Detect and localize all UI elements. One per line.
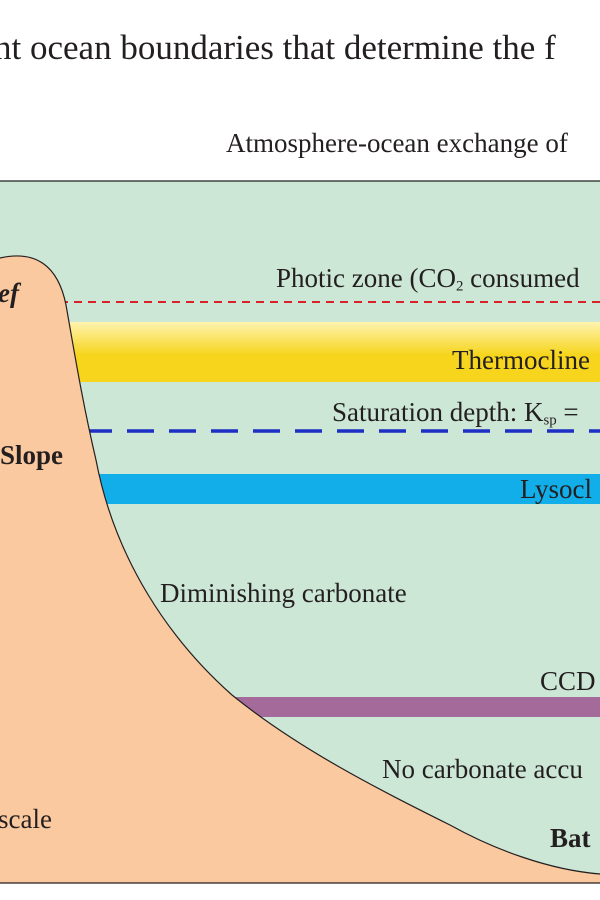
ccd-band bbox=[220, 697, 600, 717]
reef-label: ef bbox=[0, 278, 19, 308]
slope-label: Slope bbox=[0, 440, 64, 470]
bathyal-label: Bat bbox=[550, 823, 591, 853]
seafloor-outline bbox=[0, 255, 600, 875]
lysocline-label: Lysocl bbox=[520, 474, 592, 504]
ccd-label: CCD bbox=[540, 666, 596, 696]
figure-title: nt ocean boundaries that determine the f bbox=[0, 28, 556, 67]
saturation-depth-label: Saturation depth: Ksp = bbox=[332, 397, 579, 429]
no-carbonate-label: No carbonate accu bbox=[382, 754, 583, 784]
atmosphere-exchange-label: Atmosphere-ocean exchange of bbox=[226, 128, 568, 158]
thermocline-label: Thermocline bbox=[452, 345, 590, 375]
thermocline-band bbox=[60, 322, 600, 382]
continental-margin-seafloor bbox=[0, 255, 600, 883]
diminishing-carbonate-label: Diminishing carbonate bbox=[160, 578, 407, 608]
lysocline-band bbox=[95, 474, 600, 504]
photic-zone-label: Photic zone (CO2 consumed bbox=[276, 263, 580, 295]
scale-note-label: scale bbox=[0, 804, 52, 834]
